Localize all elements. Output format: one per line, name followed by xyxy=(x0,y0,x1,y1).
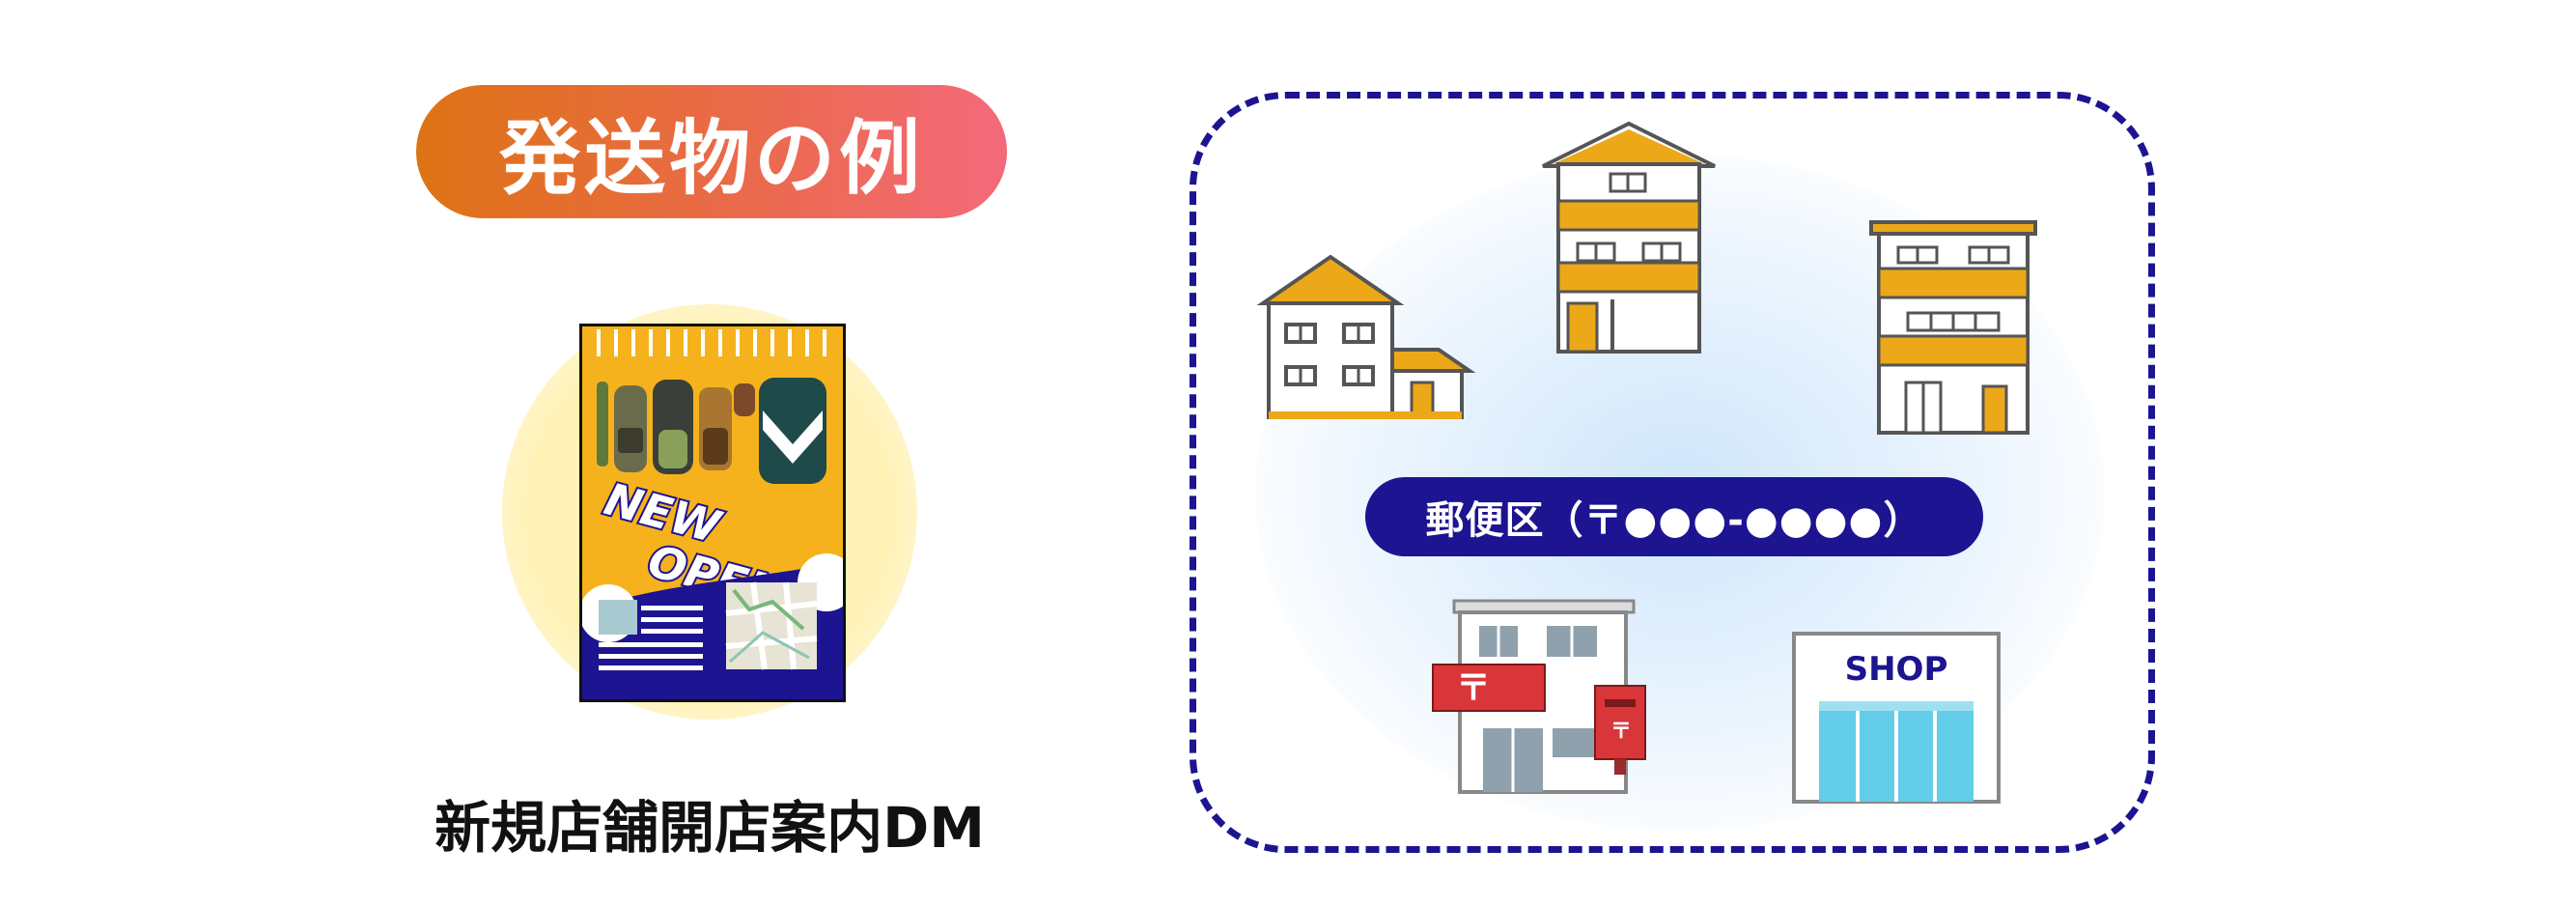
postal-district-boundary xyxy=(1190,92,2155,853)
dm-flyer: NEW OPEN! xyxy=(579,324,846,702)
flyer-text-lines xyxy=(599,606,703,670)
example-heading: 発送物の例 xyxy=(498,110,924,206)
example-heading-pill: 発送物の例 xyxy=(416,85,1007,218)
flyer-map xyxy=(725,581,818,670)
flyer-top-stripes xyxy=(597,329,826,356)
flyer-caption: 新規店舗開店案内DM xyxy=(434,795,985,861)
postal-district-text: 郵便区（〒●●●-●●●●） xyxy=(1425,498,1923,543)
shop-icon: SHOP xyxy=(1792,632,2001,804)
post-office-icon: 〒 〒 xyxy=(1432,599,1646,794)
townhouse-icon xyxy=(1542,121,1716,354)
house-detached-icon xyxy=(1256,254,1476,419)
postal-district-label: 郵便区（〒●●●-●●●●） xyxy=(1365,477,1983,556)
shop-sign-text: SHOP xyxy=(1845,650,1948,689)
mailbox-mark: 〒 xyxy=(1610,720,1632,744)
flyer-product-photo xyxy=(597,378,826,484)
apartment-icon xyxy=(1869,220,2037,435)
post-office-mark: 〒 xyxy=(1456,668,1491,708)
